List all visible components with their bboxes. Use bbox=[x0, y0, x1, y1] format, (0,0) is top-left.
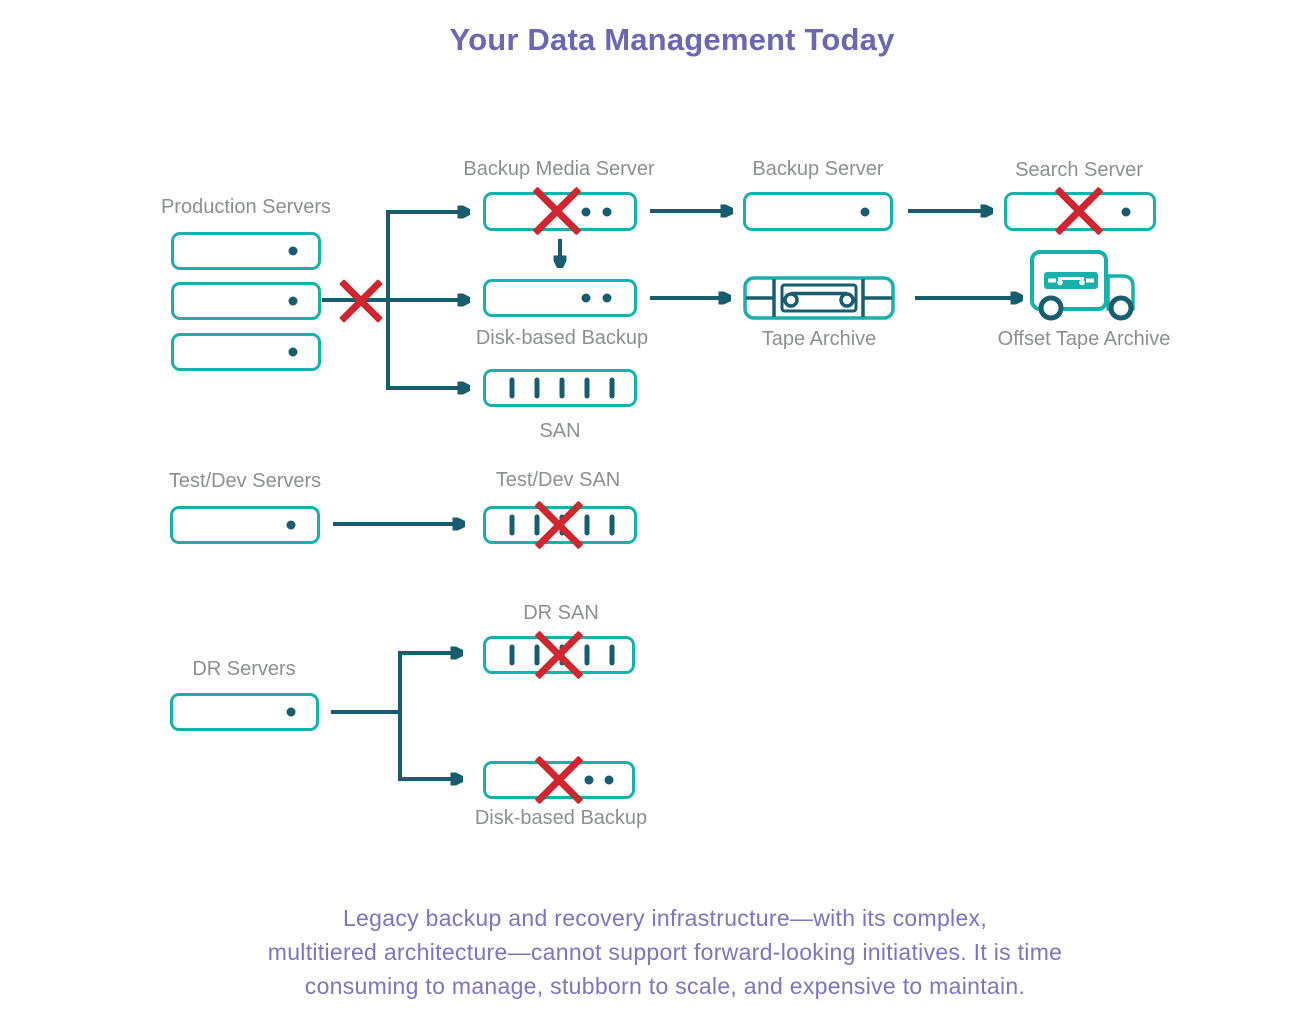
failure-x-icon bbox=[1054, 186, 1104, 236]
san-slot-bar bbox=[509, 377, 515, 399]
san-slot-bar bbox=[509, 514, 515, 536]
failure-x-icon bbox=[339, 279, 383, 323]
testdev-servers-label: Test/Dev Servers bbox=[168, 470, 322, 492]
disk-based-backup-box bbox=[483, 279, 637, 317]
server-led-dot bbox=[288, 246, 298, 256]
dr-server-box bbox=[170, 693, 319, 731]
footer-line: multitiered architecture—cannot support … bbox=[267, 939, 1063, 965]
production-server-box-3 bbox=[171, 333, 321, 371]
san-slot-bar bbox=[534, 514, 540, 536]
backup-media-server-label: Backup Media Server bbox=[463, 158, 655, 180]
search-server-label: Search Server bbox=[1015, 159, 1143, 181]
san-label: SAN bbox=[539, 420, 581, 442]
dr-fanout-wire bbox=[331, 651, 460, 781]
offsite-truck-icon bbox=[1030, 250, 1135, 321]
san-slot-bar bbox=[609, 377, 615, 399]
server-led-dot bbox=[288, 347, 298, 357]
san-slot-bar bbox=[609, 514, 615, 536]
footer-line: consuming to manage, stubborn to scale, … bbox=[304, 973, 1026, 999]
server-led-dot bbox=[1121, 207, 1131, 216]
dr-san-label: DR SAN bbox=[523, 602, 599, 624]
server-led-dot bbox=[584, 775, 594, 785]
san-slot-bar bbox=[534, 377, 540, 399]
tape-archive-label: Tape Archive bbox=[761, 328, 877, 350]
server-led-dot bbox=[581, 293, 591, 303]
truck-tape-cartridge bbox=[1044, 272, 1098, 289]
san-slot-bar bbox=[584, 377, 590, 399]
server-led-dot bbox=[602, 207, 612, 216]
server-led-dot bbox=[604, 775, 614, 785]
page-title: Your Data Management Today bbox=[449, 22, 895, 57]
dr-disk-based-backup-label: Disk-based Backup bbox=[474, 807, 648, 829]
truck-wheels bbox=[1038, 295, 1134, 321]
dr-servers-label: DR Servers bbox=[192, 658, 296, 680]
offset-tape-archive-label: Offset Tape Archive bbox=[997, 328, 1171, 350]
backup-server-label: Backup Server bbox=[752, 158, 884, 180]
failure-x-icon bbox=[534, 755, 584, 805]
san-box bbox=[483, 369, 637, 407]
server-led-dot bbox=[581, 207, 591, 216]
production-server-box-2 bbox=[171, 282, 321, 320]
san-slot-bar bbox=[509, 644, 515, 666]
server-led-dot bbox=[602, 293, 612, 303]
production-servers-label: Production Servers bbox=[160, 196, 332, 218]
testdev-san-label: Test/Dev SAN bbox=[495, 469, 621, 491]
tape-archive-icon bbox=[743, 276, 895, 320]
failure-x-icon bbox=[532, 186, 582, 236]
server-led-dot bbox=[288, 296, 298, 306]
san-slot-bar bbox=[559, 377, 565, 399]
san-slot-bar bbox=[534, 644, 540, 666]
san-slot-bar bbox=[609, 644, 615, 666]
server-led-dot bbox=[860, 207, 870, 216]
production-fanout-wire bbox=[322, 210, 467, 390]
failure-x-icon bbox=[534, 630, 584, 680]
server-led-dot bbox=[286, 707, 296, 717]
san-slot-bar bbox=[584, 514, 590, 536]
failure-x-icon bbox=[534, 500, 584, 550]
footer-caption: Legacy backup and recovery infrastructur… bbox=[160, 901, 1170, 1003]
testdev-server-box bbox=[170, 506, 320, 544]
disk-based-backup-label: Disk-based Backup bbox=[475, 327, 649, 349]
backup-server-box bbox=[743, 192, 893, 231]
san-slot-bar bbox=[584, 644, 590, 666]
footer-line: Legacy backup and recovery infrastructur… bbox=[342, 905, 988, 931]
dr-san-box bbox=[483, 636, 635, 674]
server-led-dot bbox=[286, 520, 296, 530]
production-server-box-1 bbox=[171, 232, 321, 270]
